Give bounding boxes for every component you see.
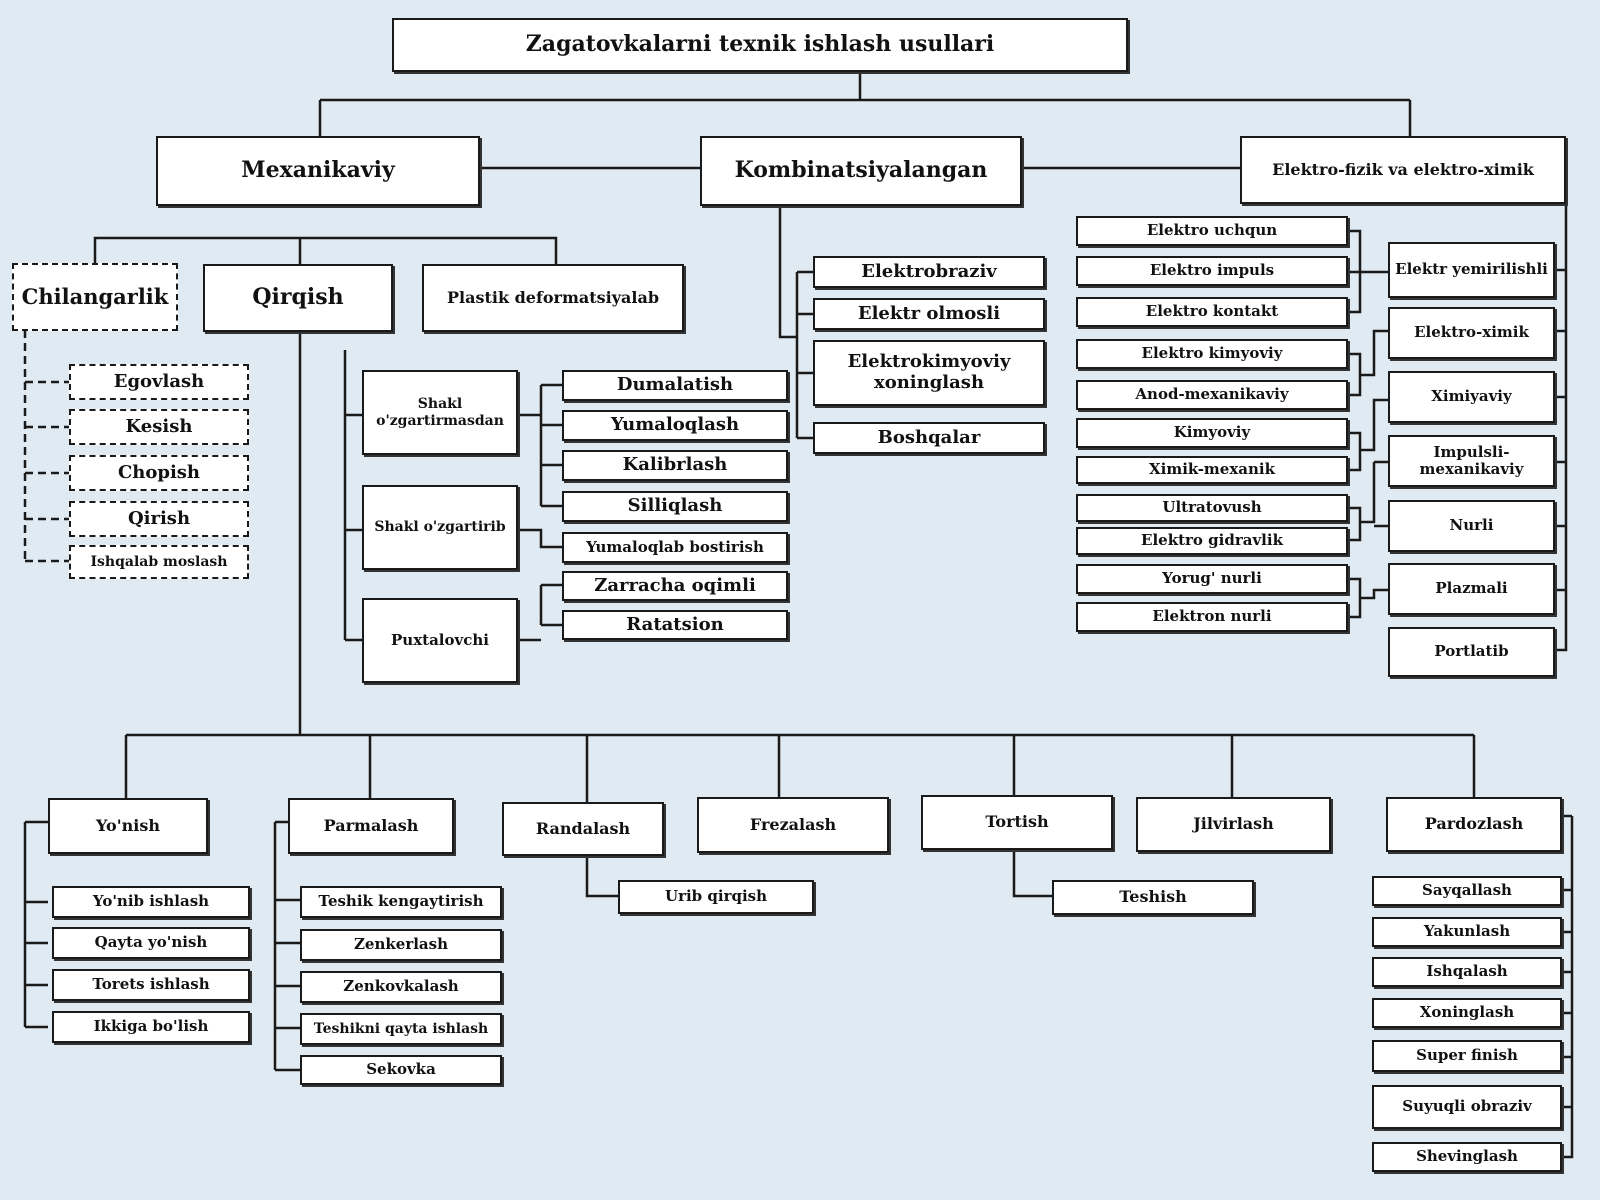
item-sekovka: Sekovka <box>300 1055 502 1085</box>
item-elektro-kimyoviy: Elektro kimyoviy <box>1076 339 1348 369</box>
item-yumaloqlab-bostirish: Yumaloqlab bostirish <box>562 532 788 563</box>
item-qirish: Qirish <box>69 501 249 537</box>
item-sayqallash: Sayqallash <box>1372 876 1562 906</box>
item-elektrobraziv: Elektrobraziv <box>813 256 1045 288</box>
item-ratatsion: Ratatsion <box>562 610 788 640</box>
item-anod-mexanikaviy: Anod-mexanikaviy <box>1076 380 1348 410</box>
node-shakl-ozgartirmasdan: Shakl o'zgartirmasdan <box>362 370 518 455</box>
item-teshikni-qayta-ishlash: Teshikni qayta ishlash <box>300 1013 502 1045</box>
item-yakunlash: Yakunlash <box>1372 917 1562 947</box>
root-title: Zagatovkalarni texnik ishlash usullari <box>392 18 1128 72</box>
node-puxtalovchi: Puxtalovchi <box>362 598 518 683</box>
node-elektrofizik: Elektro-fizik va elektro-ximik <box>1240 136 1566 204</box>
item-elektro-kontakt: Elektro kontakt <box>1076 297 1348 327</box>
item-yonib-ishlash: Yo'nib ishlash <box>52 886 250 918</box>
item-silliqlash: Silliqlash <box>562 491 788 522</box>
item-suyuqli-obraziv: Suyuqli obraziv <box>1372 1085 1562 1129</box>
item-elektron-nurli: Elektron nurli <box>1076 602 1348 632</box>
node-plastik-deformatsiyalab: Plastik deformatsiyalab <box>422 264 684 332</box>
item-dumalatish: Dumalatish <box>562 370 788 401</box>
item-elektr-yemirilishli: Elektr yemirilishli <box>1388 242 1555 298</box>
item-elektro-gidravlik: Elektro gidravlik <box>1076 527 1348 555</box>
item-urib-qirqish: Urib qirqish <box>618 880 814 914</box>
item-torets-ishlash: Torets ishlash <box>52 969 250 1001</box>
item-zenkerlash: Zenkerlash <box>300 929 502 961</box>
item-elektro-ximik: Elektro-ximik <box>1388 307 1555 359</box>
item-shevinglash: Shevinglash <box>1372 1142 1562 1172</box>
item-ultratovush: Ultratovush <box>1076 494 1348 522</box>
node-mexanikaviy: Mexanikaviy <box>156 136 480 206</box>
item-portlatib: Portlatib <box>1388 627 1555 677</box>
node-kombinatsiyalangan: Kombinatsiyalangan <box>700 136 1022 206</box>
item-ximiyaviy: Ximiyaviy <box>1388 371 1555 423</box>
item-ishqalash: Ishqalash <box>1372 957 1562 987</box>
node-randalash: Randalash <box>502 802 664 856</box>
item-zarracha-oqimli: Zarracha oqimli <box>562 571 788 601</box>
item-ximik-mexanik: Ximik-mexanik <box>1076 456 1348 484</box>
node-shakl-ozgartirib: Shakl o'zgartirib <box>362 485 518 570</box>
item-yorug-nurli: Yorug' nurli <box>1076 564 1348 594</box>
item-nurli: Nurli <box>1388 500 1555 552</box>
item-kimyoviy: Kimyoviy <box>1076 418 1348 448</box>
item-teshish: Teshish <box>1052 880 1254 915</box>
item-yumaloqlash: Yumaloqlash <box>562 410 788 441</box>
node-chilangarlik: Chilangarlik <box>12 263 178 331</box>
item-super-finish: Super finish <box>1372 1040 1562 1072</box>
node-frezalash: Frezalash <box>697 797 889 853</box>
node-jilvirlash: Jilvirlash <box>1136 797 1331 852</box>
item-elektro-uchqun: Elektro uchqun <box>1076 216 1348 246</box>
item-egovlash: Egovlash <box>69 364 249 400</box>
item-elektro-impuls: Elektro impuls <box>1076 256 1348 286</box>
item-kalibrlash: Kalibrlash <box>562 450 788 481</box>
item-ikkiga-bolish: Ikkiga bo'lish <box>52 1011 250 1043</box>
node-parmalash: Parmalash <box>288 798 454 854</box>
item-elektrokimyoviy-xoninglash: Elektrokimyoviy xoninglash <box>813 340 1045 406</box>
item-impulsli-mexanikaviy: Impulsli-mexanikaviy <box>1388 435 1555 487</box>
node-yonish: Yo'nish <box>48 798 208 854</box>
item-xoninglash: Xoninglash <box>1372 998 1562 1028</box>
item-qayta-yonish: Qayta yo'nish <box>52 927 250 959</box>
item-elektr-olmosli: Elektr olmosli <box>813 298 1045 330</box>
item-kesish: Kesish <box>69 409 249 445</box>
item-boshqalar: Boshqalar <box>813 422 1045 454</box>
node-qirqish: Qirqish <box>203 264 393 332</box>
item-chopish: Chopish <box>69 455 249 491</box>
node-tortish: Tortish <box>921 795 1113 850</box>
item-zenkovkalash: Zenkovkalash <box>300 971 502 1003</box>
item-plazmali: Plazmali <box>1388 563 1555 615</box>
node-pardozlash: Pardozlash <box>1386 797 1562 852</box>
item-ishqalab-moslash: Ishqalab moslash <box>69 545 249 579</box>
item-teshik-kengaytirish: Teshik kengaytirish <box>300 886 502 918</box>
